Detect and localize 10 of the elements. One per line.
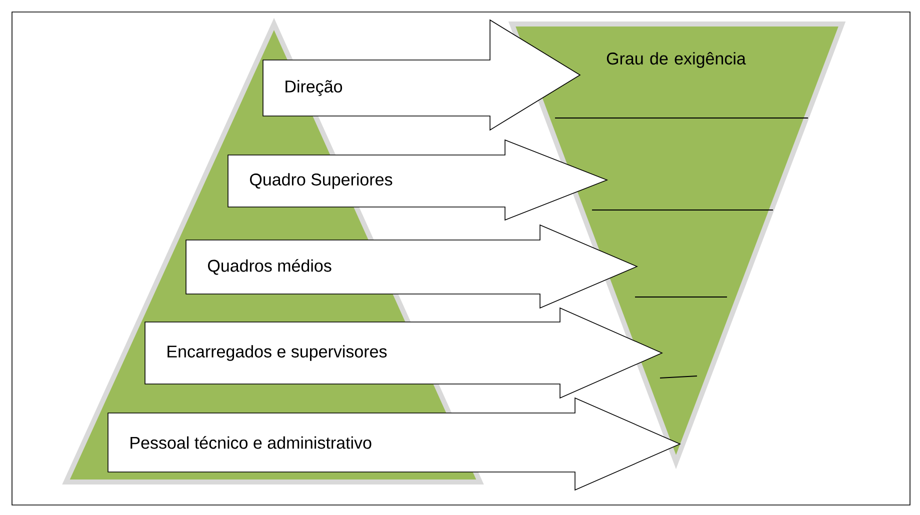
edge-label: Pessoal técnico e administrativo [130, 436, 372, 449]
edge-label: Quadros médios [208, 259, 332, 275]
block-arrow [262, 19, 581, 131]
block-arrow [228, 139, 608, 221]
edge-label: Direção [286, 80, 342, 96]
block-arrow [108, 397, 681, 491]
block-arrow [186, 224, 638, 309]
edge-label: Quadro Superiores [250, 173, 392, 189]
block-arrow [144, 307, 663, 399]
edge-label: Encarregados e supervisores [168, 345, 387, 361]
